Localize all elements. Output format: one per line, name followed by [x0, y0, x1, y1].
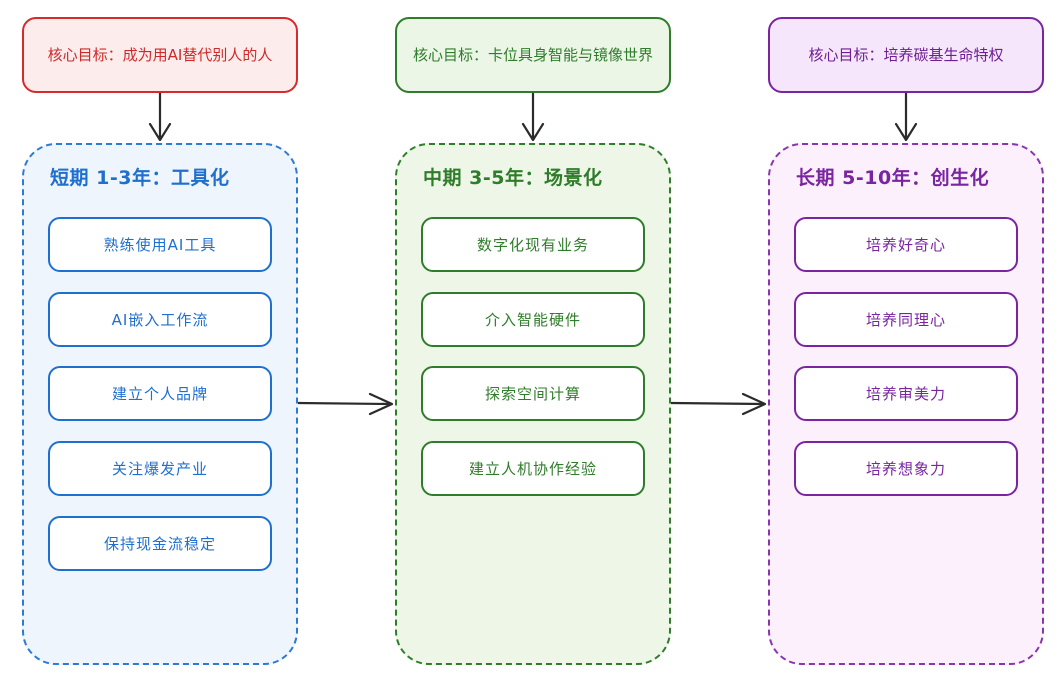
- phase-long-term: 长期 5-10年：创生化 培养好奇心 培养同理心 培养审美力 培养想象力: [768, 143, 1044, 665]
- long-item-empathy: 培养同理心: [794, 292, 1018, 347]
- goal-mid-term: 核心目标：卡位具身智能与镜像世界: [395, 17, 671, 93]
- mid-item-human-machine: 建立人机协作经验: [421, 441, 645, 496]
- mid-item-digitize-business: 数字化现有业务: [421, 217, 645, 272]
- long-item-aesthetics: 培养审美力: [794, 366, 1018, 421]
- phase-short-term-title: 短期 1-3年：工具化: [50, 167, 230, 189]
- short-item-booming-industry: 关注爆发产业: [48, 441, 272, 496]
- arrow-short-to-mid: [296, 392, 394, 416]
- mid-item-smart-hardware: 介入智能硬件: [421, 292, 645, 347]
- short-item-cash-flow: 保持现金流稳定: [48, 516, 272, 571]
- phase-short-term: 短期 1-3年：工具化 熟练使用AI工具 AI嵌入工作流 建立个人品牌 关注爆发…: [22, 143, 298, 665]
- goal-long-term-text: 核心目标：培养碳基生命特权: [808, 46, 1004, 64]
- goal-short-term-text: 核心目标：成为用AI替代别人的人: [47, 46, 273, 64]
- arrow-goal-to-mid: [521, 91, 545, 142]
- phase-long-term-title: 长期 5-10年：创生化: [796, 167, 990, 189]
- short-item-personal-brand: 建立个人品牌: [48, 366, 272, 421]
- goal-short-term: 核心目标：成为用AI替代别人的人: [22, 17, 298, 93]
- short-item-ai-workflow: AI嵌入工作流: [48, 292, 272, 347]
- short-item-ai-tools: 熟练使用AI工具: [48, 217, 272, 272]
- goal-long-term: 核心目标：培养碳基生命特权: [768, 17, 1044, 93]
- phase-mid-term: 中期 3-5年：场景化 数字化现有业务 介入智能硬件 探索空间计算 建立人机协作…: [395, 143, 671, 665]
- phase-mid-term-title: 中期 3-5年：场景化: [423, 167, 603, 189]
- arrow-mid-to-long: [669, 392, 767, 416]
- arrow-goal-to-short: [148, 91, 172, 142]
- arrow-goal-to-long: [894, 91, 918, 142]
- mid-item-spatial-computing: 探索空间计算: [421, 366, 645, 421]
- goal-mid-term-text: 核心目标：卡位具身智能与镜像世界: [412, 46, 653, 64]
- long-item-curiosity: 培养好奇心: [794, 217, 1018, 272]
- long-item-imagination: 培养想象力: [794, 441, 1018, 496]
